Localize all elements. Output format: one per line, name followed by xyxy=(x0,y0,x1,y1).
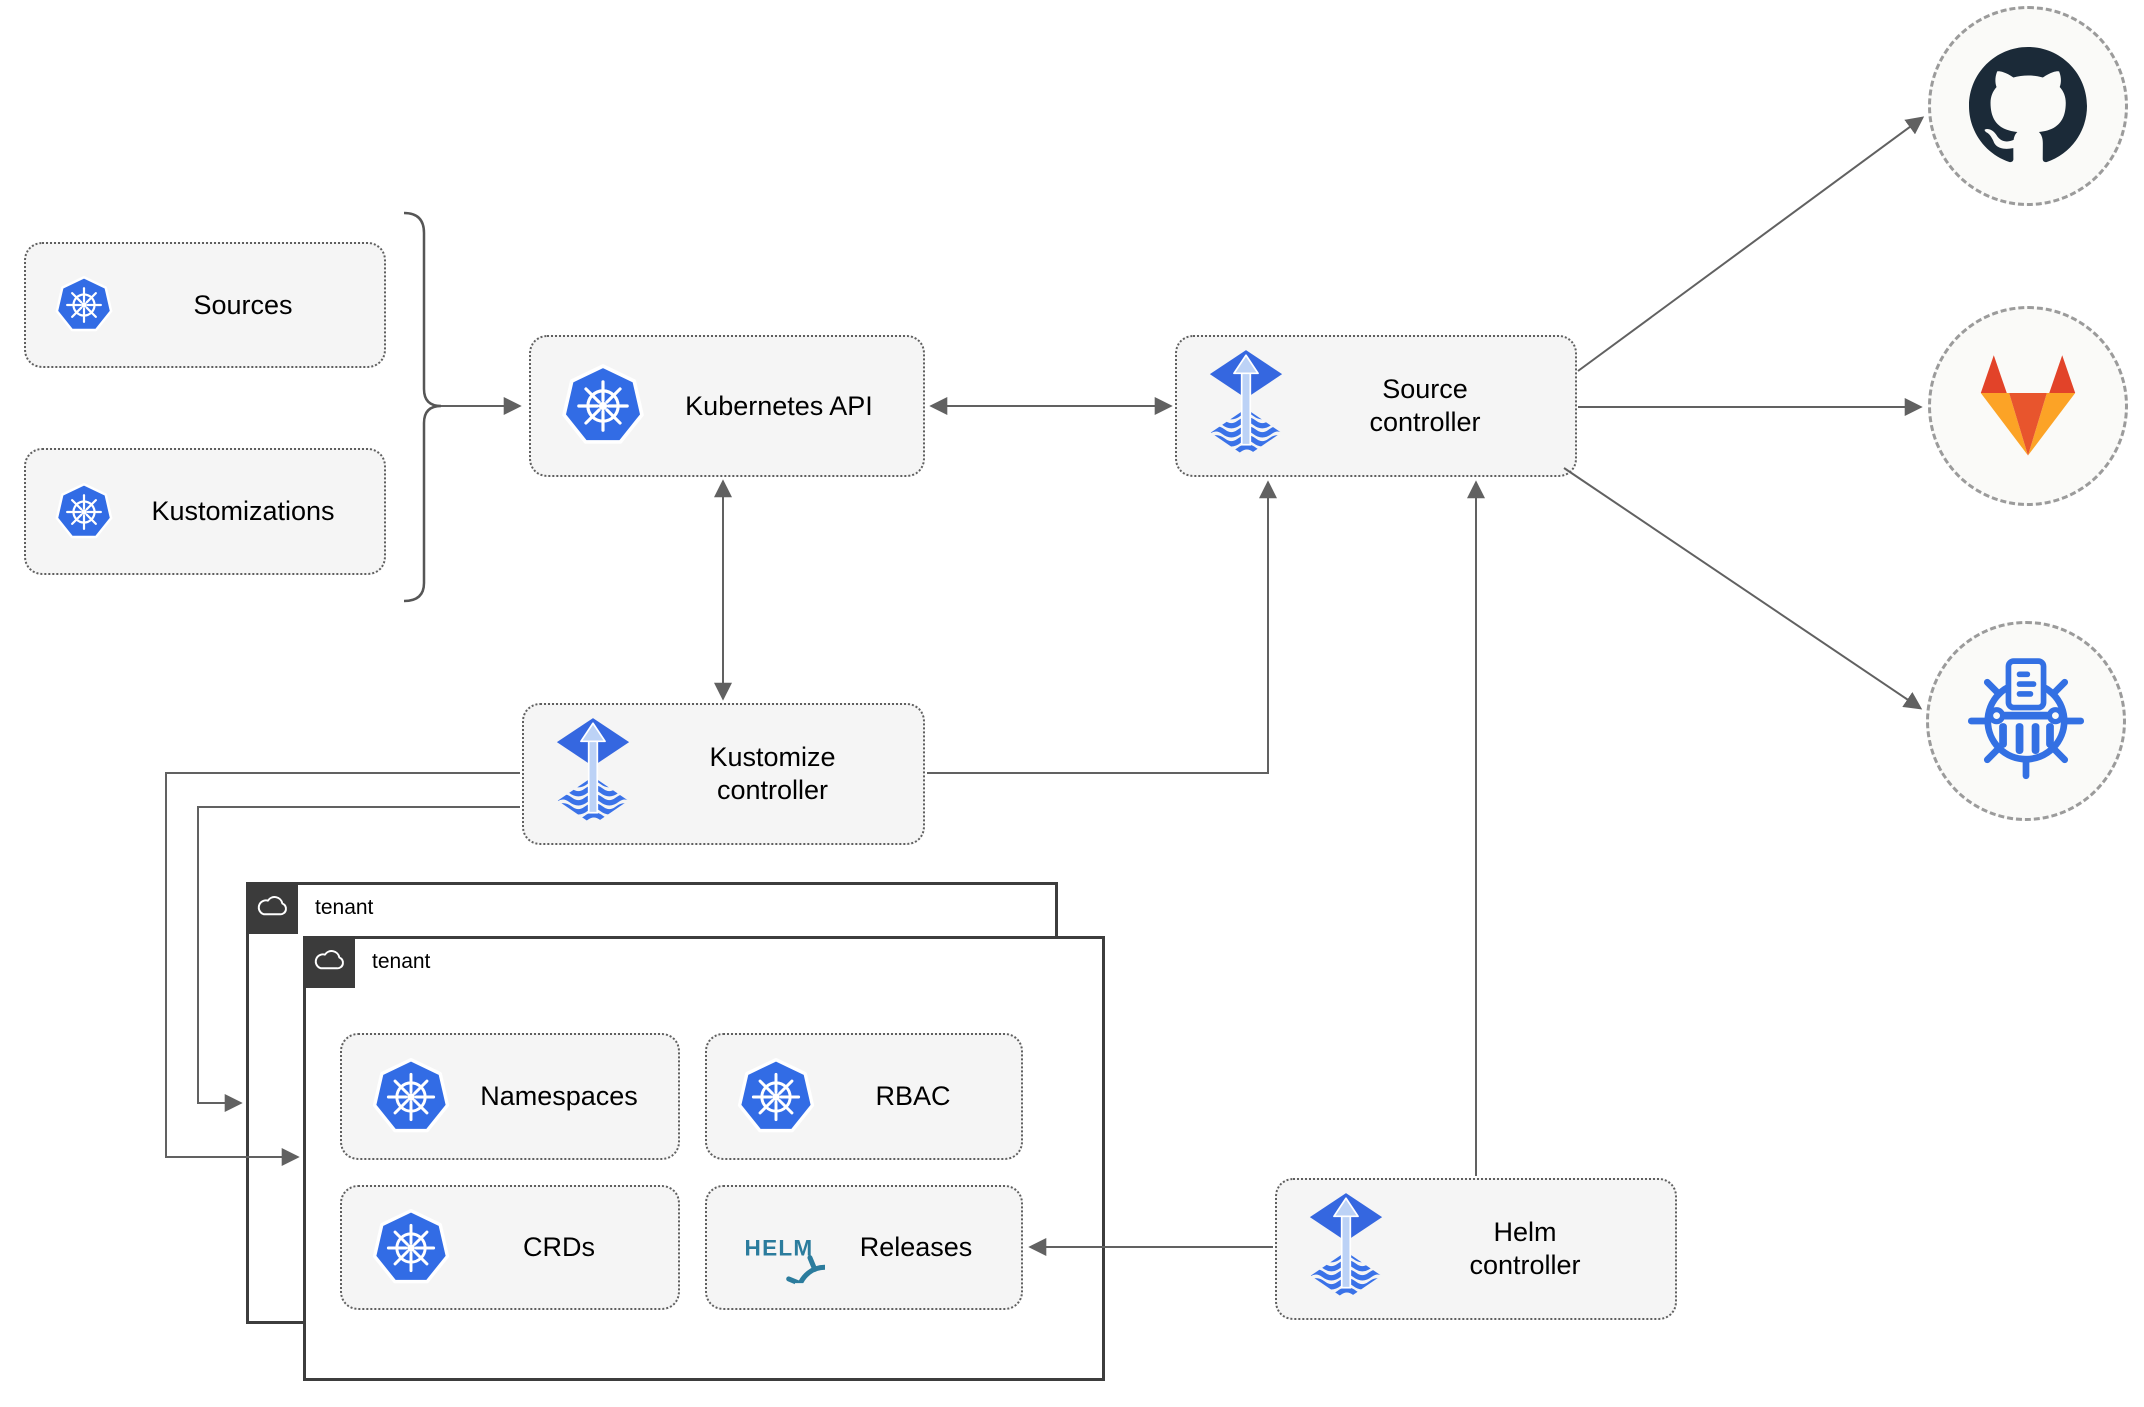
node-releases-label: Releases xyxy=(859,1232,973,1262)
node-rbac-label: RBAC xyxy=(875,1081,951,1111)
node-kustomizations-label: Kustomizations xyxy=(151,496,335,526)
flux-icon xyxy=(550,716,636,832)
tenant-inner-header xyxy=(303,936,355,988)
gitlab-icon xyxy=(1969,351,2087,461)
edge-source-to-chartmuseum xyxy=(1563,467,1923,710)
node-kustomizations: Kustomizations xyxy=(24,448,386,575)
node-namespaces: Namespaces xyxy=(340,1033,680,1160)
github-node xyxy=(1928,6,2128,206)
node-rbac: RBAC xyxy=(705,1033,1023,1160)
kubernetes-icon xyxy=(733,1054,819,1140)
node-helm-controller-label: Helm controller xyxy=(1469,1217,1581,1280)
flux-icon xyxy=(1303,1191,1389,1307)
flux-icon xyxy=(1203,348,1289,464)
tenant-outer-label: tenant xyxy=(315,896,374,919)
node-crds-label: CRDs xyxy=(523,1232,595,1262)
edge-kustomize-to-source-controller xyxy=(927,480,1277,774)
helm-icon: HELM xyxy=(745,1235,825,1296)
node-sources: Sources xyxy=(24,242,386,368)
helm-logo-text: HELM xyxy=(745,1235,814,1260)
chartmuseum-node xyxy=(1926,621,2126,821)
tenant-inner-label: tenant xyxy=(372,950,431,973)
node-crds: CRDs xyxy=(340,1185,680,1310)
edge-brace-sources-group xyxy=(403,211,442,603)
node-source-controller-label: Source controller xyxy=(1369,374,1481,437)
kubernetes-icon xyxy=(52,273,116,337)
node-kubernetes-api-label: Kubernetes API xyxy=(685,390,873,421)
tenant-outer-header xyxy=(246,882,298,934)
cloud-icon xyxy=(311,949,347,975)
kubernetes-icon xyxy=(368,1205,454,1291)
node-helm-controller: Helm controller xyxy=(1275,1178,1677,1320)
node-source-controller: Source controller xyxy=(1175,335,1577,477)
node-sources-label: Sources xyxy=(193,289,293,320)
github-icon xyxy=(1969,47,2087,165)
node-releases: HELM Releases xyxy=(705,1185,1023,1310)
node-kubernetes-api: Kubernetes API xyxy=(529,335,925,477)
kubernetes-icon xyxy=(52,480,116,544)
node-namespaces-label: Namespaces xyxy=(480,1081,638,1111)
cloud-icon xyxy=(254,895,290,921)
edge-source-to-github xyxy=(1577,116,1925,372)
node-kustomize-controller: Kustomize controller xyxy=(522,703,925,845)
kubernetes-icon xyxy=(557,360,649,452)
chartmuseum-icon xyxy=(1964,657,2088,785)
gitlab-node xyxy=(1928,306,2128,506)
node-kustomize-controller-label: Kustomize controller xyxy=(709,742,836,805)
kubernetes-icon xyxy=(368,1054,454,1140)
